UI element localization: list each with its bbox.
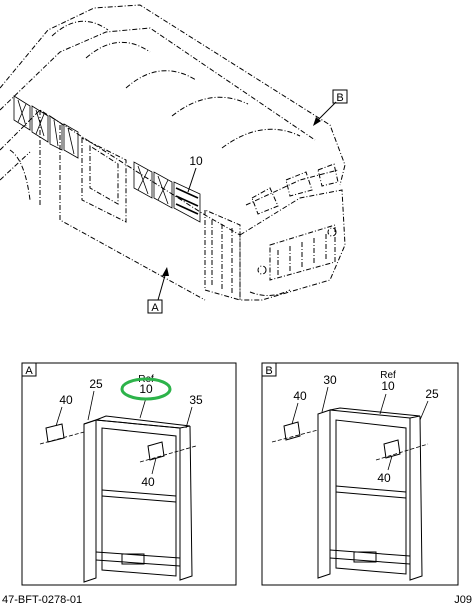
clip-top-b (283, 421, 301, 441)
svg-text:40: 40 (59, 393, 73, 407)
bus-side (0, 109, 241, 300)
svg-text:40: 40 (293, 389, 307, 403)
window-frame-b (317, 407, 423, 581)
panel-b: B 40 30 Ref 10 25 40 (261, 362, 459, 586)
clip-bottom-a (147, 441, 165, 461)
svg-text:25: 25 (425, 387, 439, 401)
bus-windows (13, 95, 201, 223)
bus-side-door (81, 137, 127, 223)
svg-text:B: B (336, 92, 343, 104)
svg-text:Ref: Ref (380, 370, 396, 381)
label-10-overview: 10 (187, 154, 203, 193)
svg-text:40: 40 (141, 475, 155, 489)
svg-text:B: B (265, 365, 272, 377)
rear-window-group (13, 95, 79, 159)
svg-text:35: 35 (189, 393, 203, 407)
svg-text:40: 40 (377, 471, 391, 485)
callout-b: B (313, 89, 348, 126)
svg-text:30: 30 (323, 373, 337, 387)
front-window-group (133, 161, 201, 223)
clip-top-a (45, 423, 65, 443)
bus-roof (0, 4, 346, 186)
callout-a: A (147, 267, 169, 314)
svg-text:10: 10 (189, 154, 203, 168)
highlight-ring (120, 377, 172, 401)
svg-text:10: 10 (381, 379, 395, 393)
target-window (175, 187, 199, 215)
part-number: 47-BFT-0278-01 (2, 594, 83, 606)
bus-overview (0, 4, 346, 301)
bus-front (239, 189, 346, 301)
figure-code: J09 (454, 594, 472, 606)
svg-text:25: 25 (89, 377, 103, 391)
window-frame-a (83, 415, 193, 583)
svg-text:10: 10 (139, 382, 153, 396)
panel-a: A 40 25 Ref 10 35 40 (21, 362, 237, 586)
clip-bottom-b (383, 439, 401, 459)
svg-text:A: A (25, 365, 33, 377)
svg-text:A: A (151, 302, 159, 314)
